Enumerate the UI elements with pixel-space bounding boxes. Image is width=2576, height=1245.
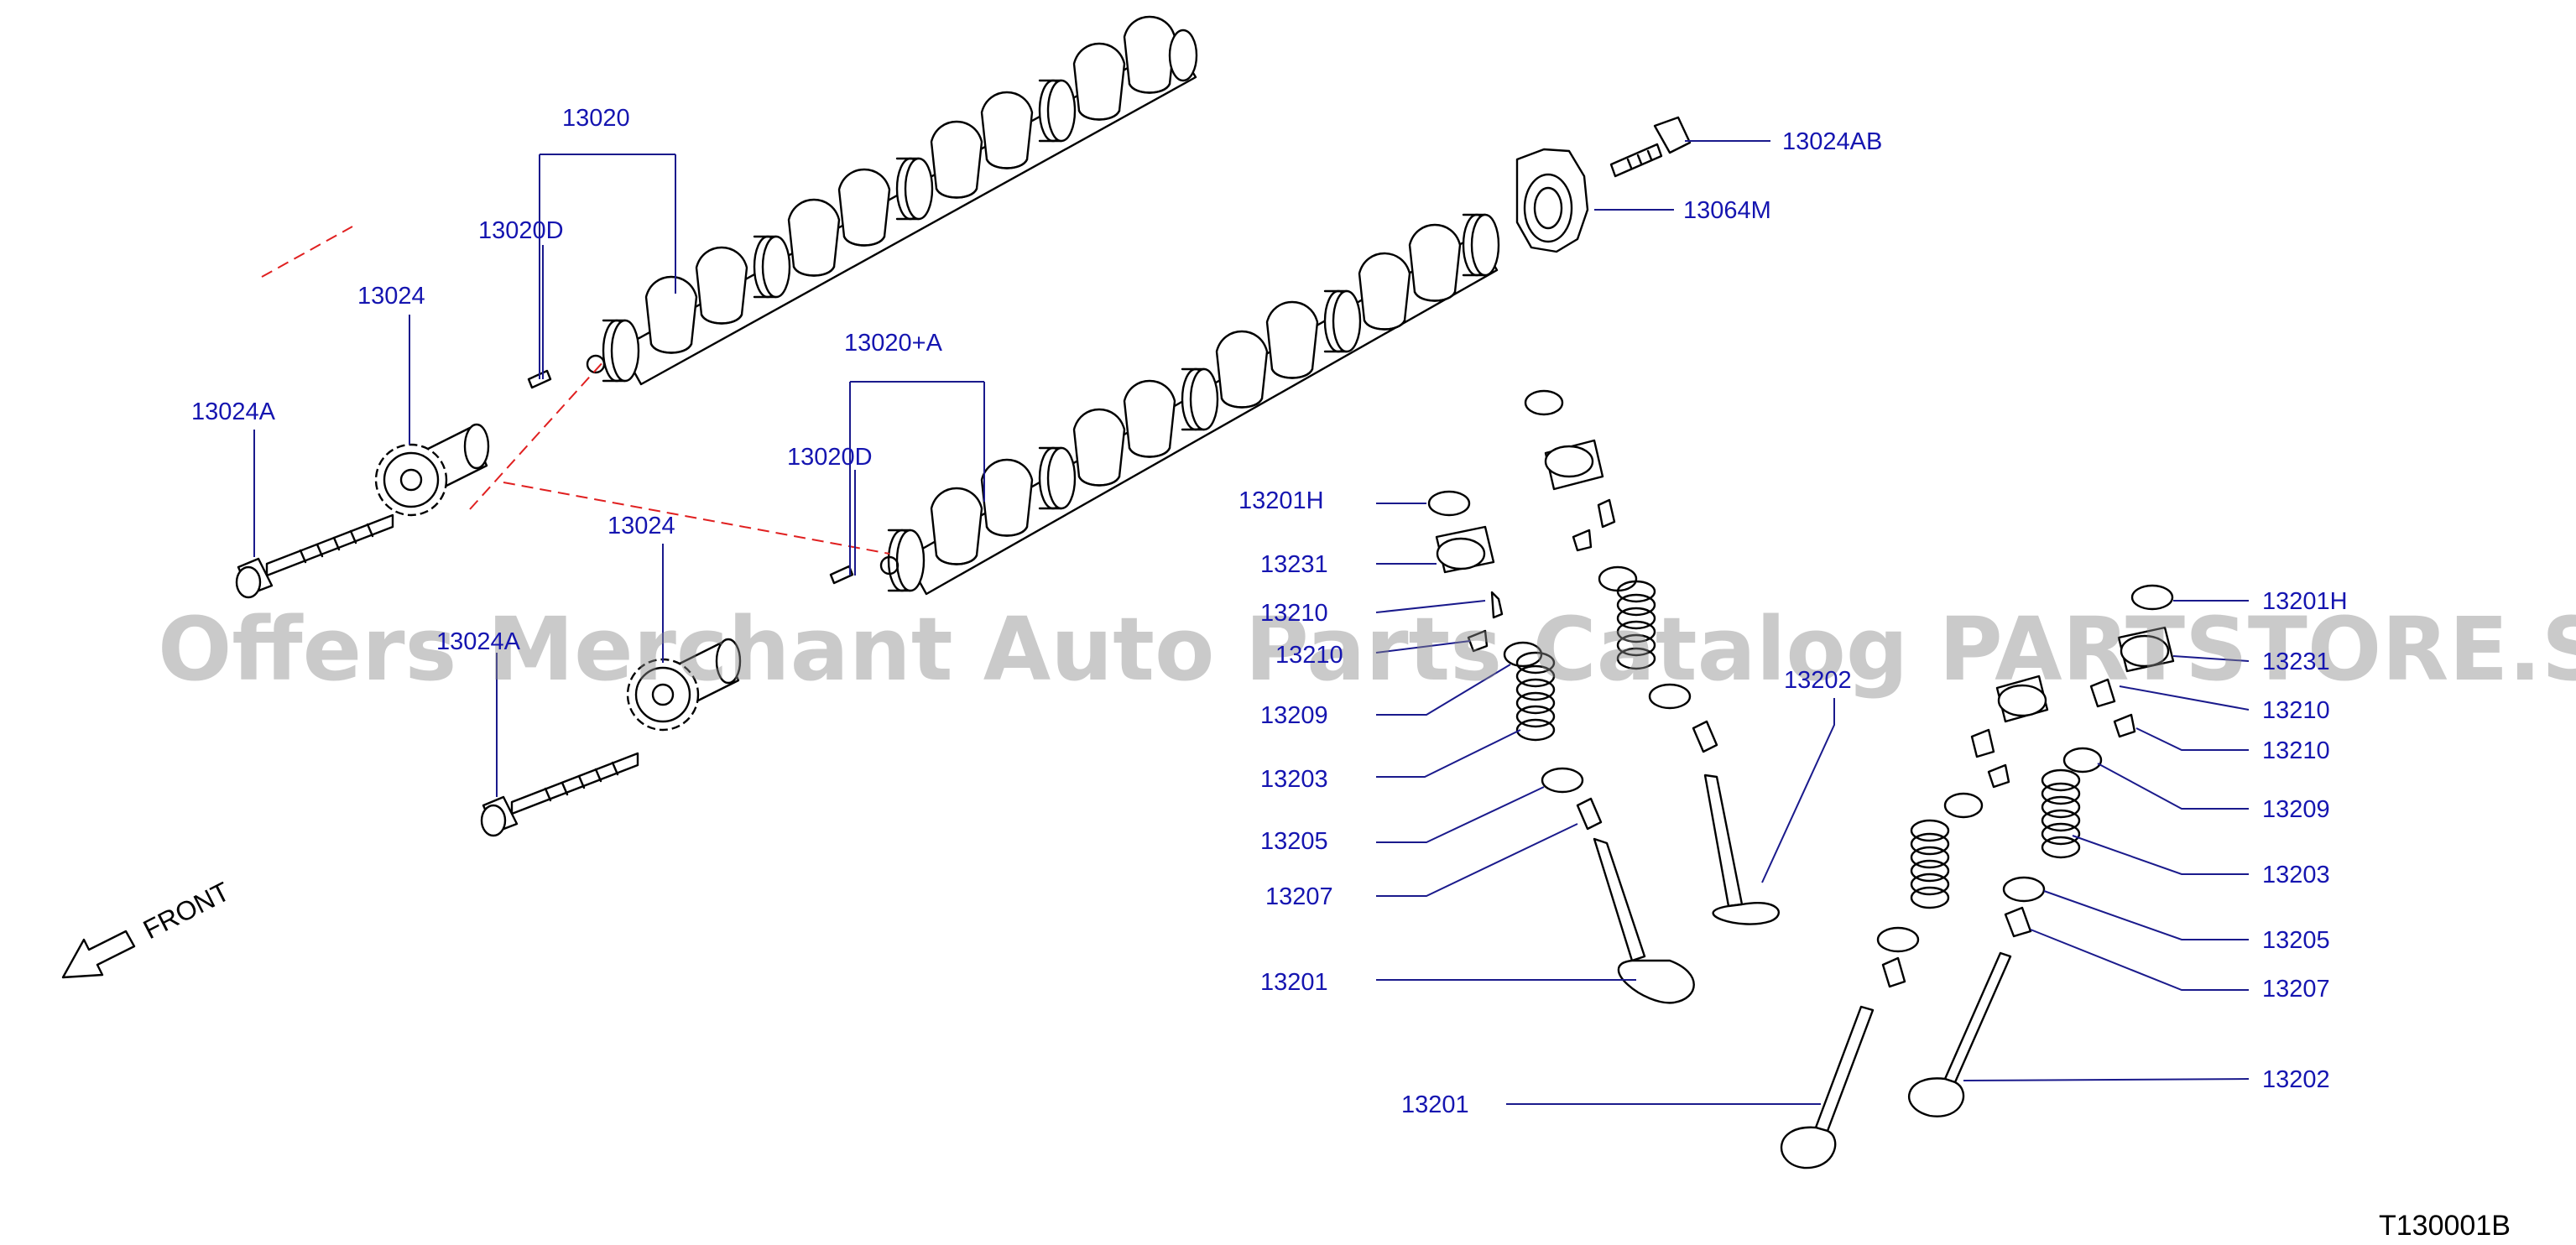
- vtc-bolt: [1609, 116, 1692, 178]
- alignment-line: [503, 482, 890, 555]
- vtc-sprocket: [1515, 148, 1589, 253]
- front-label: FRONT: [138, 876, 235, 945]
- camshaft-lower: [879, 213, 1500, 596]
- part-label[interactable]: 13205: [2262, 927, 2330, 954]
- part-label[interactable]: 13024A: [436, 628, 521, 655]
- valve-train-left: [1427, 389, 1780, 1004]
- part-label[interactable]: 13024: [607, 513, 675, 539]
- part-label[interactable]: 13020D: [787, 444, 873, 471]
- part-label[interactable]: 13210: [1260, 600, 1328, 627]
- part-label[interactable]: 13231: [2262, 649, 2330, 675]
- sprocket-upper: [374, 423, 490, 517]
- part-label[interactable]: 13203: [2262, 862, 2330, 888]
- part-label[interactable]: 13201: [1401, 1091, 1469, 1118]
- front-arrow-icon: [61, 930, 136, 979]
- part-label[interactable]: 13209: [1260, 702, 1328, 729]
- camshaft-upper: [586, 15, 1198, 386]
- part-label[interactable]: 13201: [1260, 969, 1328, 996]
- part-label[interactable]: 13231: [1260, 551, 1328, 578]
- part-label[interactable]: 13203: [1260, 766, 1328, 793]
- part-label[interactable]: 13064M: [1683, 197, 1771, 224]
- sprocket-lower: [626, 638, 742, 732]
- part-label[interactable]: 13020+A: [844, 330, 943, 357]
- part-label[interactable]: 13201H: [1238, 487, 1324, 514]
- part-labels: 13020 13020D 13024 13024A 13020+A 13020D…: [191, 105, 2348, 1118]
- alignment-line: [469, 360, 605, 510]
- part-label[interactable]: 13024A: [191, 399, 276, 425]
- part-label[interactable]: 13210: [2262, 737, 2330, 764]
- part-label[interactable]: 13020: [562, 105, 630, 132]
- part-label[interactable]: 13202: [1784, 667, 1852, 694]
- part-label[interactable]: 13202: [2262, 1066, 2330, 1093]
- part-label[interactable]: 13207: [2262, 976, 2330, 1003]
- part-label[interactable]: 13020D: [478, 217, 564, 244]
- alignment-line: [261, 226, 353, 278]
- watermark: Offers Merchant Auto Parts Catalog PARTS…: [158, 598, 2576, 701]
- part-label[interactable]: 13024AB: [1782, 128, 1882, 155]
- reference-code: T130001B: [2379, 1210, 2511, 1242]
- part-label[interactable]: 13201H: [2262, 588, 2348, 615]
- part-label[interactable]: 13210: [2262, 697, 2330, 724]
- bolt-lower: [480, 752, 639, 837]
- part-label[interactable]: 13209: [2262, 796, 2330, 823]
- dowel-pin-lower: [829, 565, 854, 585]
- bolt-upper: [235, 513, 394, 599]
- part-label[interactable]: 13024: [357, 283, 425, 310]
- part-label[interactable]: 13210: [1275, 642, 1343, 669]
- part-label[interactable]: 13207: [1265, 883, 1333, 910]
- leader-lines: [253, 140, 2250, 1105]
- valve-train-right: [1781, 584, 2175, 1169]
- part-label[interactable]: 13205: [1260, 828, 1328, 855]
